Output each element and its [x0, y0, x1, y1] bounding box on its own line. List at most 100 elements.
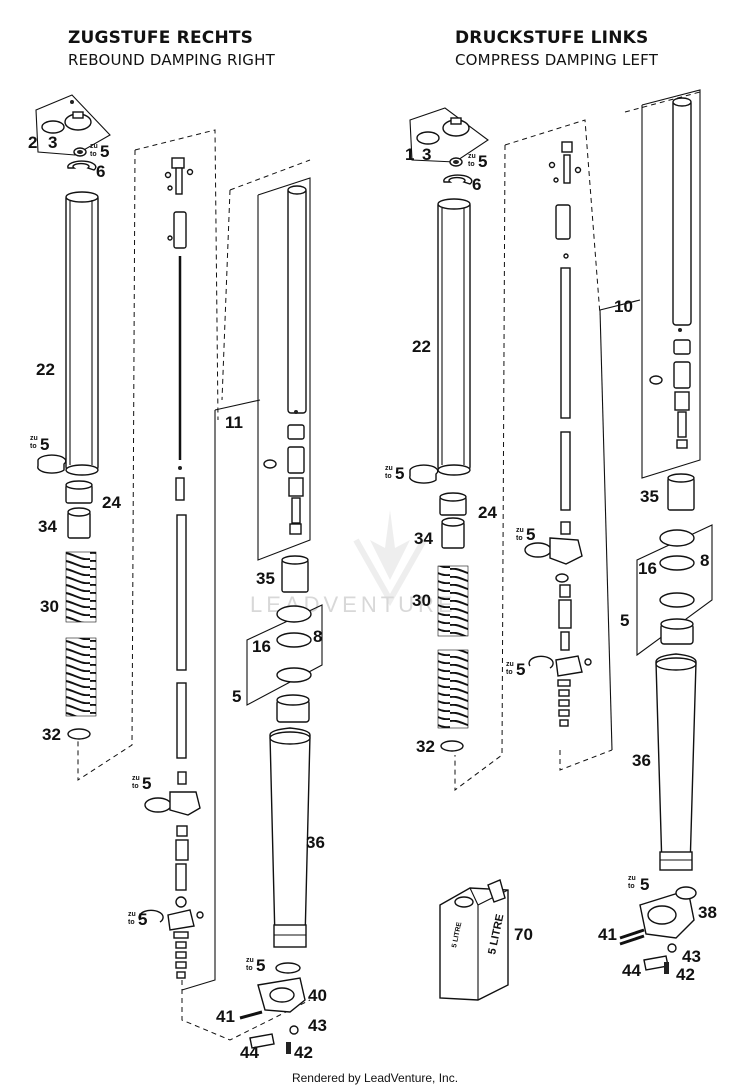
watermark-logo — [353, 510, 427, 607]
callout-30: 30 — [40, 597, 59, 616]
callout-22: 22 — [412, 337, 431, 356]
lower-tube-36 — [655, 653, 697, 869]
svg-text:to: to — [132, 783, 139, 790]
svg-text:zu: zu — [385, 465, 393, 472]
circlip-lower — [138, 909, 164, 923]
valve-cap — [171, 157, 185, 169]
right-callouts: 1 3 zu to 5 6 22 zu to 5 24 34 30 32 10 … — [385, 145, 717, 984]
svg-text:zu: zu — [628, 875, 636, 882]
valve-stem — [175, 167, 183, 195]
callout-40: 40 — [308, 986, 327, 1005]
callout-24: 24 — [102, 493, 121, 512]
callout-6: 6 — [472, 175, 481, 194]
callout-42: 42 — [294, 1043, 313, 1062]
dust-wiper — [276, 605, 312, 623]
left-subtitle: REBOUND DAMPING RIGHT — [68, 51, 275, 69]
lower-tube-base — [273, 924, 307, 948]
fork-spring-30-upper — [437, 565, 469, 637]
callout-32: 32 — [42, 725, 61, 744]
adjuster-screw — [72, 111, 84, 119]
callout-38: 38 — [698, 903, 717, 922]
svg-text:to: to — [246, 965, 253, 972]
cup-35 — [667, 477, 695, 511]
svg-text:to: to — [516, 535, 523, 542]
callout-34: 34 — [38, 517, 57, 536]
svg-text:zu: zu — [246, 957, 254, 964]
dust-wiper — [659, 529, 695, 547]
callout-22: 22 — [36, 360, 55, 379]
svg-text:to: to — [30, 443, 37, 450]
svg-text:zu: zu — [132, 775, 140, 782]
oil-seal-16 — [659, 555, 695, 571]
cap-group-outline — [35, 94, 111, 156]
bush — [177, 771, 187, 785]
damper-rod — [560, 267, 571, 419]
footer-credit: Rendered by LeadVenture, Inc. — [291, 1071, 459, 1085]
callout-44: 44 — [622, 961, 641, 980]
callout-3: 3 — [48, 133, 57, 152]
callout-5: 5 — [526, 525, 535, 544]
circlip-lower — [528, 655, 554, 669]
circlip-6 — [443, 174, 473, 185]
dust-seal — [409, 464, 439, 484]
callout-24: 24 — [478, 503, 497, 522]
callout-43: 43 — [682, 947, 701, 966]
small-ball — [70, 100, 74, 104]
callout-5: 5 — [40, 435, 49, 454]
callout-11: 11 — [225, 413, 243, 432]
washer-32 — [440, 740, 464, 752]
callout-2: 2 — [28, 133, 37, 152]
svg-text:zu: zu — [506, 661, 514, 668]
svg-text:to: to — [90, 151, 97, 158]
callout-5: 5 — [256, 956, 265, 975]
callout-34: 34 — [414, 529, 433, 548]
svg-text:to: to — [385, 473, 392, 480]
fork-spring-30-upper — [65, 551, 97, 623]
callout-41: 41 — [216, 1007, 235, 1026]
callout-5: 5 — [100, 142, 109, 161]
callout-42: 42 — [676, 965, 695, 984]
svg-text:zu: zu — [90, 143, 98, 150]
lower-tube-base — [659, 851, 693, 871]
seal-head — [549, 537, 583, 565]
callout-5: 5 — [142, 774, 151, 793]
callout-5: 5 — [395, 464, 404, 483]
callout-5: 5 — [620, 611, 629, 630]
cup-35 — [281, 559, 309, 593]
callout-36: 36 — [632, 751, 651, 770]
callout-10: 10 — [614, 297, 633, 316]
svg-text:to: to — [128, 919, 135, 926]
oring-lower — [275, 962, 301, 974]
callout-8: 8 — [700, 551, 709, 570]
callout-70: 70 — [514, 925, 533, 944]
dust-seal — [37, 454, 67, 474]
piston-rod-head — [555, 204, 571, 240]
callout-5: 5 — [232, 687, 241, 706]
damper-rod — [176, 514, 187, 671]
callout-30: 30 — [412, 591, 431, 610]
callout-6: 6 — [96, 162, 105, 181]
fork-spring-30-lower — [65, 637, 97, 717]
oring-1 — [416, 131, 440, 145]
callout-5: 5 — [516, 660, 525, 679]
callout-16: 16 — [252, 637, 271, 656]
svg-text:zu: zu — [516, 527, 524, 534]
callout-3: 3 — [422, 145, 431, 164]
oring-2 — [41, 120, 65, 134]
damper-rod-lower — [560, 431, 571, 511]
callout-36: 36 — [306, 833, 325, 852]
svg-text:zu: zu — [30, 435, 38, 442]
piston-rod-head — [173, 211, 187, 249]
cartridge-tube — [287, 187, 307, 414]
callout-5: 5 — [640, 875, 649, 894]
needle — [175, 477, 185, 501]
seal-head-ring — [144, 797, 172, 813]
washer-32 — [67, 728, 91, 740]
lower-tube-36 — [269, 727, 311, 941]
cartridge-tube — [672, 99, 692, 326]
outer-tube-22 — [65, 194, 99, 471]
seal-head — [169, 791, 201, 816]
ring — [659, 592, 695, 608]
svg-text:zu: zu — [468, 153, 476, 160]
